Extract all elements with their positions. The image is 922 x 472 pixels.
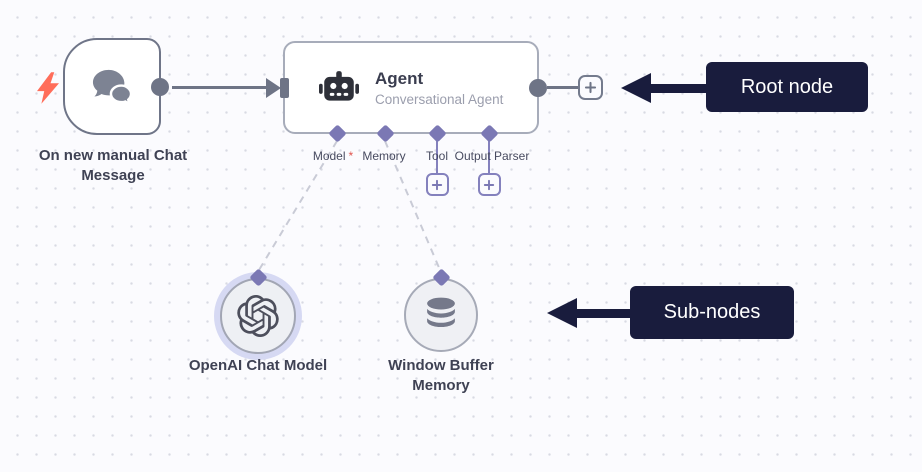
lightning-bolt-icon	[37, 72, 59, 104]
connection-trigger-agent	[172, 86, 268, 89]
agent-subtitle: Conversational Agent	[375, 91, 504, 107]
database-icon	[427, 297, 455, 328]
agent-input-port[interactable]	[280, 78, 289, 98]
add-node-button[interactable]	[578, 75, 603, 100]
port-label-output-parser: Output Parser	[454, 149, 530, 163]
required-marker: *	[348, 149, 354, 163]
trigger-output-port[interactable]	[151, 77, 169, 96]
trigger-node-label: On new manual Chat Message	[38, 147, 188, 185]
plus-icon	[584, 81, 597, 94]
root-node-arrow-shaft	[649, 84, 708, 93]
root-node-annotation: Root node	[706, 62, 868, 112]
robot-icon	[319, 70, 359, 101]
node-agent[interactable]: Agent Conversational Agent	[283, 41, 547, 134]
node-window-buffer-memory[interactable]	[404, 278, 478, 352]
agent-output-port[interactable]	[529, 78, 547, 97]
agent-title: Agent	[375, 68, 424, 88]
port-label-tool: Tool	[425, 149, 449, 163]
chat-bubbles-icon	[92, 69, 134, 105]
sub-nodes-arrow-icon	[547, 298, 577, 328]
root-node-arrow-icon	[621, 73, 651, 103]
plus-icon	[431, 179, 443, 190]
node-openai-chat-model[interactable]	[220, 278, 296, 354]
connection-agent-add	[547, 86, 578, 89]
wbm-node-label: Window Buffer Memory	[388, 357, 494, 395]
sub-nodes-annotation: Sub-nodes	[630, 286, 794, 339]
add-tool-button[interactable]	[425, 173, 449, 196]
openai-logo-icon	[237, 295, 279, 337]
sub-nodes-arrow-shaft	[575, 308, 632, 318]
node-chat-trigger[interactable]	[63, 38, 169, 135]
port-label-model-text: Model	[312, 149, 346, 163]
plus-icon	[483, 179, 495, 190]
connection-arrowhead-icon	[266, 78, 281, 98]
port-label-model: Model*	[313, 149, 353, 163]
add-output-parser-button[interactable]	[477, 173, 501, 196]
openai-node-label: OpenAI Chat Model	[188, 357, 328, 374]
output-parser-port-stub	[487, 140, 491, 174]
port-label-memory: Memory	[362, 149, 406, 163]
